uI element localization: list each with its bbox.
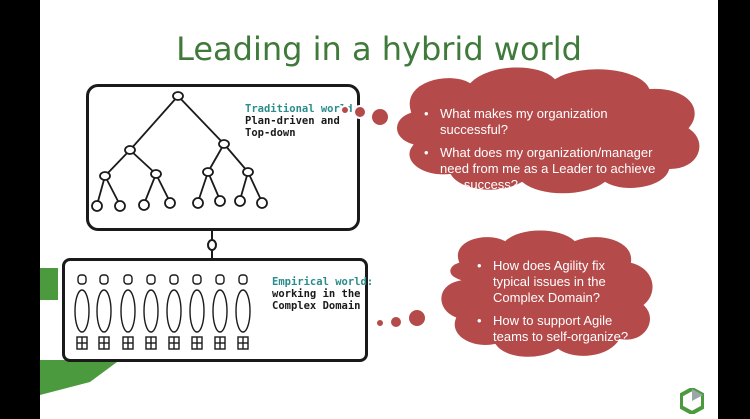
hexagon-logo-icon <box>680 388 704 414</box>
cloud-bottom-bullet-2: How to support Agile teams to self-organ… <box>493 313 635 345</box>
cloud-bottom-text: How does Agility fix typical issues in t… <box>475 258 635 352</box>
cloud-bottom-bullet-1: How does Agility fix typical issues in t… <box>493 258 635 306</box>
thought-cloud-bottom <box>40 0 718 419</box>
slide: Leading in a hybrid world Tra <box>40 0 718 419</box>
